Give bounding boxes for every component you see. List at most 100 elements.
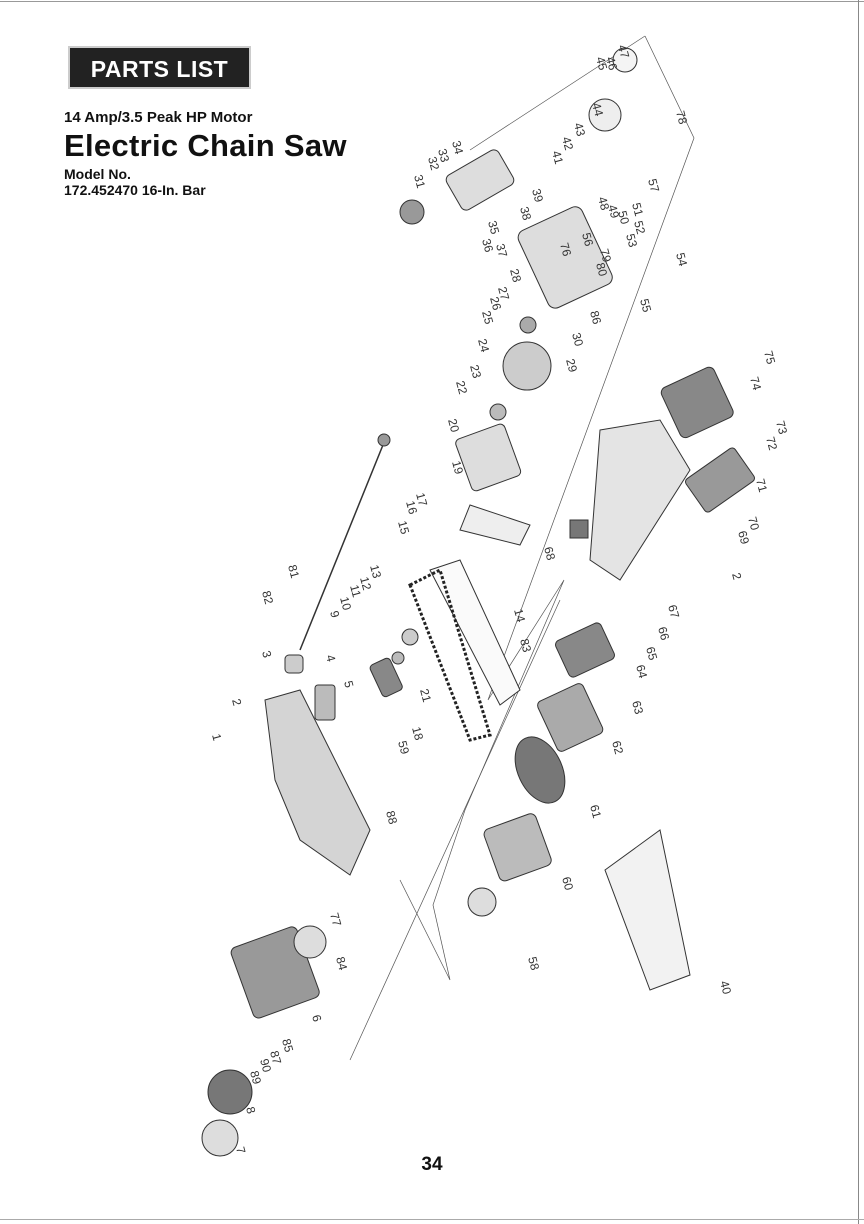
part-shape-38 (517, 206, 613, 309)
part-shape-10 (391, 651, 405, 665)
part-shape-61 (514, 736, 566, 804)
callout-numbers: 45 46 47 44 43 42 41 78 57 39 38 32 33 3… (209, 43, 790, 1155)
part-shape-12 (401, 628, 419, 646)
callout-48: 48 (595, 195, 612, 212)
callout-78: 78 (673, 109, 690, 126)
callout-66: 66 (655, 625, 672, 642)
callout-57: 57 (645, 177, 662, 194)
part-shape-60 (483, 813, 552, 882)
callout-9: 9 (327, 609, 342, 619)
callout-89: 89 (247, 1069, 264, 1086)
callout-43: 43 (571, 121, 588, 138)
callout-12: 12 (357, 575, 374, 592)
part-shape-62 (537, 683, 604, 752)
page-number: 34 (421, 1154, 443, 1175)
callout-22: 22 (453, 379, 470, 396)
callout-75: 75 (761, 349, 778, 366)
callout-76: 76 (557, 241, 574, 258)
callout-59: 59 (395, 739, 412, 756)
page-title: Electric Chain Saw (64, 128, 347, 163)
part-shape-7 (201, 1119, 239, 1157)
callout-62: 62 (609, 739, 626, 756)
callout-41: 41 (549, 149, 566, 166)
callout-30: 30 (569, 331, 586, 348)
callout-61: 61 (587, 803, 604, 820)
callout-72: 72 (763, 435, 780, 452)
callout-44: 44 (589, 101, 606, 118)
part-shape-24 (502, 341, 552, 391)
callout-1: 1 (209, 732, 224, 742)
callout-77: 77 (327, 911, 344, 928)
callout-51: 51 (629, 201, 646, 218)
part-shape-58 (467, 887, 497, 917)
callout-81: 81 (285, 563, 302, 580)
callout-49: 49 (605, 203, 622, 220)
callout-25: 25 (479, 309, 496, 326)
callout-88: 88 (383, 809, 400, 826)
callout-10: 10 (337, 595, 354, 612)
part-shape-18 (369, 657, 403, 698)
callout-35: 35 (485, 219, 502, 236)
callout-36: 36 (479, 237, 496, 254)
callout-79: 79 (597, 247, 614, 264)
part-shape-2b (264, 689, 371, 876)
callout-64: 64 (633, 663, 650, 680)
part-drawings (201, 47, 755, 1157)
callout-52: 52 (631, 219, 648, 236)
callout-31: 31 (411, 173, 428, 190)
callout-3: 3 (259, 649, 274, 659)
callout-54: 54 (673, 251, 690, 268)
parts-list-banner: PARTS LIST (68, 46, 251, 89)
part-shape-34 (445, 149, 515, 211)
part-shape-26 (519, 316, 537, 334)
part-shape-40 (604, 829, 691, 991)
callout-29: 29 (563, 357, 580, 374)
callout-46: 46 (603, 55, 620, 72)
part-shape-81 (299, 439, 386, 651)
callout-50: 50 (615, 209, 632, 226)
part-shape-3 (284, 654, 304, 674)
motor-subtitle: 14 Amp/3.5 Peak HP Motor (64, 109, 253, 126)
bottom-border (0, 1219, 864, 1220)
callout-83: 83 (517, 637, 534, 654)
callout-32: 32 (425, 155, 442, 172)
callout-15: 15 (395, 519, 412, 536)
callout-84: 84 (333, 955, 350, 972)
model-label: Model No. (64, 166, 131, 182)
part-shape-13 (408, 567, 492, 742)
callout-45: 45 (593, 55, 610, 72)
part-shape-47 (612, 47, 638, 73)
callout-13: 13 (367, 563, 384, 580)
callout-82: 82 (259, 589, 276, 606)
callout-60: 60 (559, 875, 576, 892)
callout-40: 40 (717, 979, 734, 996)
callout-47: 47 (615, 43, 632, 60)
callout-58: 58 (525, 955, 542, 972)
top-border (0, 1, 864, 2)
part-shape-20 (455, 423, 522, 492)
callout-14: 14 (511, 607, 528, 624)
part-shape-74 (660, 366, 734, 439)
callout-19: 19 (449, 459, 466, 476)
part-shape-15 (429, 559, 521, 706)
part-shape-22 (489, 403, 507, 421)
callout-38: 38 (517, 205, 534, 222)
callout-53: 53 (623, 232, 640, 249)
callout-2: 2 (729, 571, 744, 581)
callout-39: 39 (529, 187, 546, 204)
part-shape-43 (588, 98, 622, 132)
part-shape-8 (207, 1069, 253, 1115)
callout-68: 68 (541, 545, 558, 562)
part-shape-68 (569, 519, 589, 539)
callout-24: 24 (475, 337, 492, 354)
part-shape-84 (293, 925, 327, 959)
callout-4: 4 (323, 653, 338, 663)
callout-90: 90 (257, 1057, 274, 1074)
part-shape-4 (314, 684, 336, 721)
callout-11: 11 (347, 583, 364, 599)
callout-37: 37 (493, 242, 510, 259)
callout-7: 7 (233, 1145, 248, 1155)
part-shape-71 (685, 447, 755, 513)
callout-69: 69 (735, 529, 752, 546)
